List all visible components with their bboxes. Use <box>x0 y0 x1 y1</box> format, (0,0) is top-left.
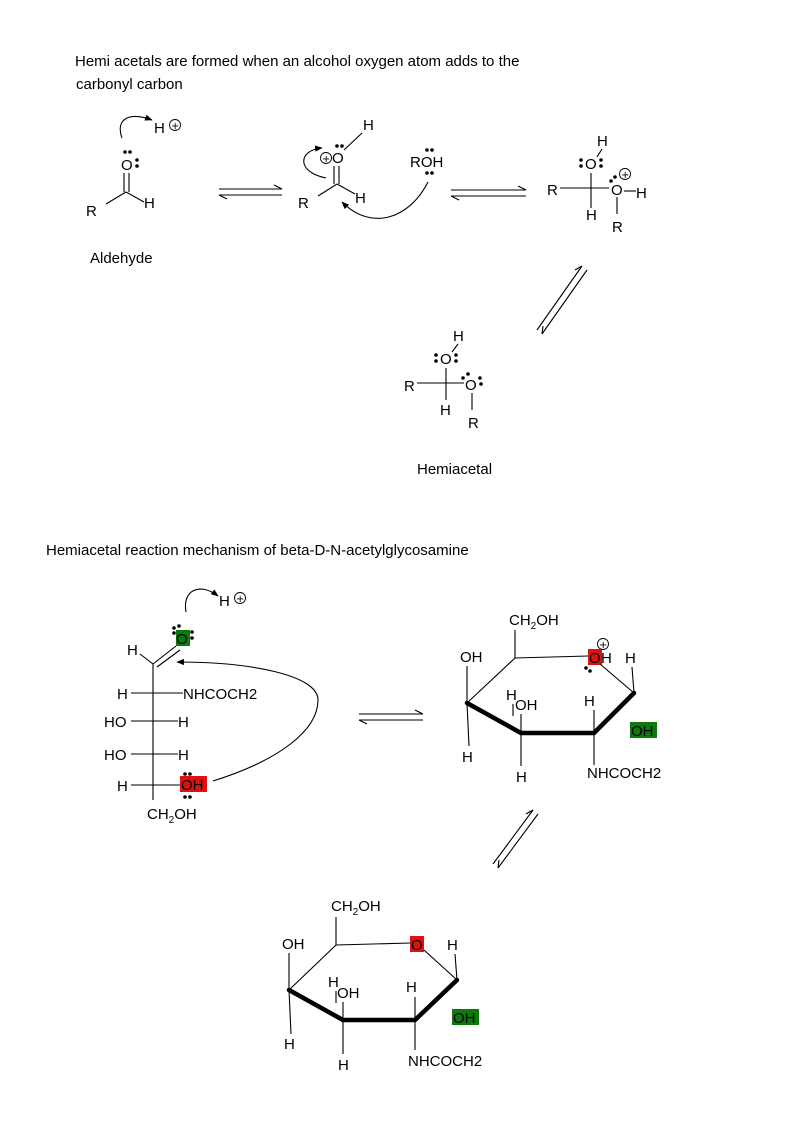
svg-text:H: H <box>447 937 458 954</box>
hemiacetal-label: Hemiacetal <box>417 461 492 478</box>
svg-text:OH: OH <box>515 697 538 714</box>
svg-text:H: H <box>597 133 608 150</box>
alcohol-roh: ROH <box>410 148 443 175</box>
equilibrium-arrow-3 <box>536 265 588 335</box>
svg-text:OH: OH <box>460 649 483 666</box>
svg-text:O: O <box>589 650 601 667</box>
svg-text:H: H <box>117 686 128 703</box>
svg-text:HO: HO <box>104 747 127 764</box>
cyclization-arrow <box>176 658 319 782</box>
svg-text:+: + <box>599 640 607 651</box>
svg-text:H: H <box>178 714 189 731</box>
svg-text:H: H <box>453 328 464 345</box>
svg-text:H: H <box>219 593 230 610</box>
svg-text:H: H <box>178 747 189 764</box>
protonated-ring: CH2OH OH O H + H H H OH H H NHCOCH2 OH <box>460 612 661 786</box>
protonated-carbonyl: + O H R H <box>298 117 429 219</box>
svg-text:H: H <box>127 642 138 659</box>
equilibrium-arrow-2 <box>450 185 527 201</box>
svg-text:HO: HO <box>104 714 127 731</box>
svg-text:O: O <box>440 351 452 368</box>
protonated-oxygen: O <box>332 150 344 167</box>
svg-text:H: H <box>636 185 647 202</box>
electron-push-arrow-2 <box>341 181 429 219</box>
svg-text:H: H <box>506 687 517 704</box>
oxonium-intermediate: H O R H O + H R <box>547 133 647 236</box>
svg-text:O: O <box>411 937 423 954</box>
svg-text:H: H <box>625 650 636 667</box>
open-chain-glucosamine: H + O H H NHCOCH2 HO H HO H H OH CH2OH <box>104 588 319 826</box>
svg-text:O: O <box>176 631 188 648</box>
svg-text:+: + <box>236 594 244 605</box>
anomeric-oh-highlight <box>630 722 657 738</box>
final-anomeric-oh-highlight <box>452 1009 479 1025</box>
carbonyl-oxygen-highlight <box>176 630 190 646</box>
hydroxyl-highlight <box>180 776 207 792</box>
aldehyde-label: Aldehyde <box>90 250 153 267</box>
svg-text:R: R <box>612 219 623 236</box>
svg-text:H: H <box>406 979 417 996</box>
svg-text:H: H <box>601 650 612 667</box>
electron-push-arrow-1 <box>303 145 327 179</box>
aldehyde-R: R <box>86 203 97 220</box>
svg-text:CH2OH: CH2OH <box>147 806 197 826</box>
roh-label: ROH <box>410 154 443 171</box>
svg-text:O: O <box>465 377 477 394</box>
proton-label: H <box>154 120 165 137</box>
plus-charge-glyph: + <box>171 121 179 132</box>
svg-text:+: + <box>621 170 629 181</box>
svg-text:CH2OH: CH2OH <box>331 898 381 918</box>
svg-text:O: O <box>585 156 597 173</box>
svg-text:H: H <box>440 402 451 419</box>
svg-text:R: R <box>298 195 309 212</box>
svg-text:R: R <box>468 415 479 432</box>
aldehyde-oxygen: O <box>121 157 133 174</box>
svg-text:H: H <box>284 1036 295 1053</box>
svg-text:R: R <box>404 378 415 395</box>
svg-text:H: H <box>338 1057 349 1074</box>
svg-text:OH: OH <box>631 723 654 740</box>
svg-text:H: H <box>117 778 128 795</box>
svg-text:CH2OH: CH2OH <box>509 612 559 632</box>
svg-text:R: R <box>547 182 558 199</box>
svg-text:H: H <box>355 190 366 207</box>
beta-hemiacetal-ring: CH2OH OH O H H H OH H H NHCOCH2 OH <box>282 898 482 1074</box>
equilibrium-arrow-4 <box>358 709 424 725</box>
proton-attack-arrow <box>119 114 153 139</box>
hemiacetal-structure: H O R H O R Hemiacetal <box>404 328 492 478</box>
plus-charge-icon <box>169 119 181 131</box>
equilibrium-arrow-5 <box>492 809 539 869</box>
svg-text:OH: OH <box>282 936 305 953</box>
svg-text:H: H <box>584 693 595 710</box>
svg-text:NHCOCH2: NHCOCH2 <box>183 686 257 703</box>
svg-text:H: H <box>363 117 374 134</box>
section1-heading-line2: carbonyl carbon <box>76 76 183 93</box>
equilibrium-arrow-1 <box>218 184 283 200</box>
svg-text:NHCOCH2: NHCOCH2 <box>408 1053 482 1070</box>
svg-text:OH: OH <box>337 985 360 1002</box>
svg-text:O: O <box>611 182 623 199</box>
final-ring-oxygen-highlight <box>410 936 424 952</box>
aldehyde-structure: H + O R H Aldehyde <box>86 114 181 267</box>
svg-text:NHCOCH2: NHCOCH2 <box>587 765 661 782</box>
svg-text:OH: OH <box>453 1010 476 1027</box>
svg-text:H: H <box>328 974 339 991</box>
svg-text:+: + <box>322 154 330 165</box>
section2-heading: Hemiacetal reaction mechanism of beta-D-… <box>46 542 469 559</box>
svg-text:H: H <box>516 769 527 786</box>
proton-leave-arrow <box>184 588 219 613</box>
svg-text:H: H <box>462 749 473 766</box>
ring-oxygen-highlight <box>588 649 602 665</box>
svg-text:H: H <box>586 207 597 224</box>
svg-text:OH: OH <box>181 777 204 794</box>
aldehyde-H: H <box>144 195 155 212</box>
section1-heading-line1: Hemi acetals are formed when an alcohol … <box>75 53 519 70</box>
